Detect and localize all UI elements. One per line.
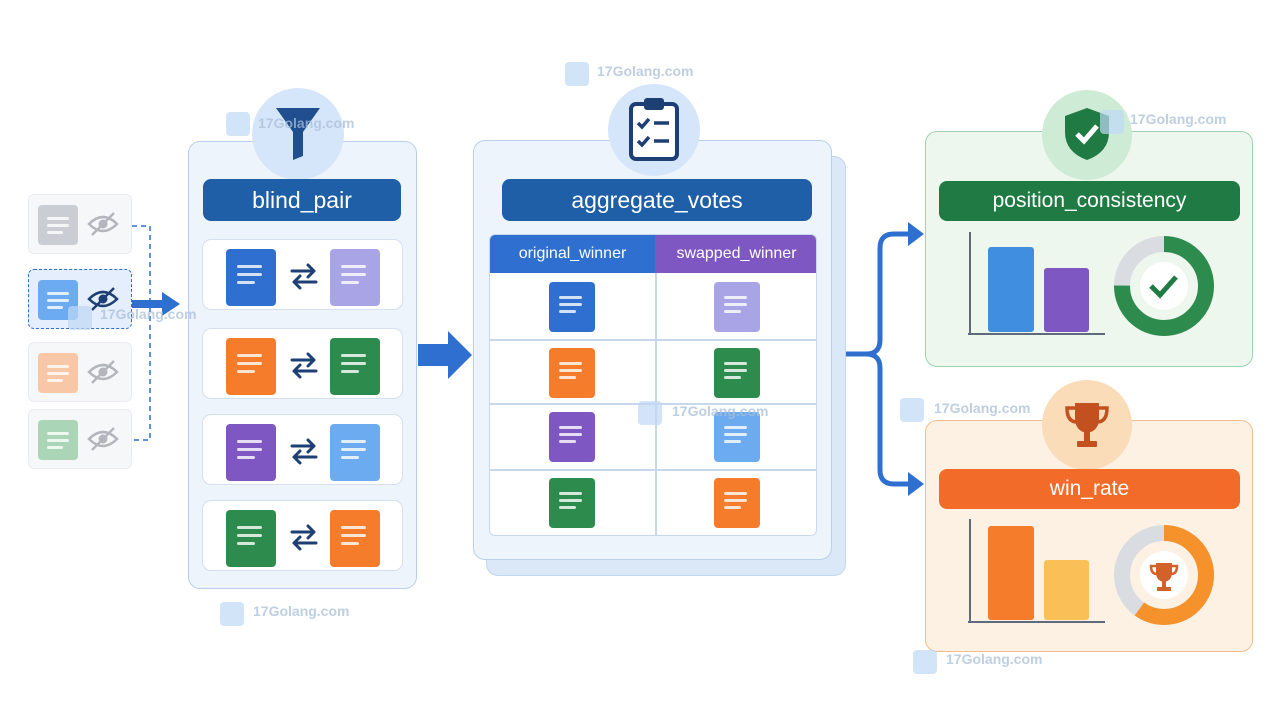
watermark-logo-icon [1100, 110, 1124, 134]
input-card-1[interactable] [28, 194, 132, 254]
cell-original-winner [490, 339, 655, 405]
watermark-logo-icon [220, 602, 244, 626]
document-icon-lavender [714, 282, 760, 332]
document-icon-orange [549, 348, 595, 398]
blind-pair-title: blind_pair [203, 179, 401, 221]
trophy-icon [1065, 403, 1109, 447]
branch-arrow-to-outputs [832, 231, 912, 487]
arrow-head-win-rate [908, 472, 924, 496]
column-header-swapped-winner: swapped_winner [655, 235, 816, 273]
eye-slash-icon [87, 360, 119, 384]
document-icon-purple [549, 412, 595, 462]
aggregate-votes-icon-badge [608, 84, 700, 176]
cell-original-winner [490, 403, 655, 469]
watermark-logo-icon [68, 306, 92, 330]
document-icon-light_blue [330, 424, 380, 481]
arrow-head-position-consistency [908, 222, 924, 246]
pair-row[interactable] [202, 328, 403, 399]
watermark-text: 17Golang.com [253, 603, 350, 619]
document-icon [38, 205, 78, 245]
trophy-icon [1149, 563, 1179, 591]
eye-slash-icon [87, 212, 119, 236]
document-icon [38, 420, 78, 460]
bar-original [988, 247, 1034, 332]
document-icon-green [714, 348, 760, 398]
bar-secondary [1044, 560, 1089, 620]
bar-primary [988, 526, 1034, 620]
swap-arrows-icon [290, 352, 318, 379]
document-icon-orange [714, 478, 760, 528]
donut-center [1140, 262, 1188, 310]
document-icon-light_blue [714, 412, 760, 462]
donut-fill [1114, 236, 1214, 336]
pair-row[interactable] [202, 500, 403, 571]
watermark-text: 17Golang.com [258, 115, 355, 131]
bar-swapped [1044, 268, 1089, 332]
donut-fill [1114, 525, 1214, 625]
funnel-icon [276, 108, 320, 160]
cell-original-winner [490, 273, 655, 339]
watermark-logo-icon [226, 112, 250, 136]
watermark-logo-icon [900, 398, 924, 422]
watermark-logo-icon [913, 650, 937, 674]
arrow-to-blind-pair [132, 292, 180, 316]
document-icon-lavender [330, 249, 380, 306]
row-divider [490, 339, 816, 341]
cell-swapped-winner [655, 403, 816, 469]
document-icon-orange [330, 510, 380, 567]
swap-arrows-icon [290, 438, 318, 465]
watermark-text: 17Golang.com [597, 63, 694, 79]
cell-swapped-winner [655, 339, 816, 405]
position-consistency-icon-badge [1042, 90, 1132, 180]
position-consistency-visual [968, 232, 1214, 336]
shield-check-icon [1065, 108, 1109, 160]
input-card-4[interactable] [28, 409, 132, 469]
watermark-text: 17Golang.com [934, 400, 1031, 416]
eye-slash-icon [87, 287, 119, 311]
input-card-3[interactable] [28, 342, 132, 402]
document-icon-purple [226, 424, 276, 481]
watermark-text: 17Golang.com [672, 403, 769, 419]
swap-arrows-icon [290, 524, 318, 551]
win-rate-title: win_rate [939, 469, 1240, 509]
row-divider [490, 469, 816, 471]
cell-swapped-winner [655, 273, 816, 339]
watermark-logo-icon [565, 62, 589, 86]
document-icon [38, 353, 78, 393]
win-rate-visual [968, 519, 1214, 625]
pair-row[interactable] [202, 239, 403, 310]
document-icon-green [226, 510, 276, 567]
blind-pair-icon-badge [252, 88, 344, 180]
pair-row[interactable] [202, 414, 403, 485]
column-header-original-winner: original_winner [490, 235, 655, 273]
watermark-text: 17Golang.com [1130, 111, 1227, 127]
cell-swapped-winner [655, 469, 816, 535]
aggregate-votes-title: aggregate_votes [502, 179, 812, 221]
eye-slash-icon [87, 427, 119, 451]
document-icon-green [549, 478, 595, 528]
document-icon-blue [226, 249, 276, 306]
input-card-2-selected[interactable] [28, 269, 132, 329]
input-bracket-connector [132, 225, 151, 441]
document-icon-orange [226, 338, 276, 395]
watermark-text: 17Golang.com [946, 651, 1043, 667]
position-consistency-title: position_consistency [939, 181, 1240, 221]
watermark-text: 17Golang.com [100, 306, 197, 322]
win-rate-icon-badge [1042, 380, 1132, 470]
document-icon-blue [549, 282, 595, 332]
votes-table: original_winner swapped_winner [489, 234, 817, 536]
watermark-logo-icon [638, 401, 662, 425]
cell-original-winner [490, 469, 655, 535]
check-icon [1149, 275, 1178, 299]
document-icon-green [330, 338, 380, 395]
swap-arrows-icon [290, 263, 318, 290]
arrow-to-aggregate-votes [418, 331, 472, 379]
clipboard-check-icon [629, 98, 679, 161]
